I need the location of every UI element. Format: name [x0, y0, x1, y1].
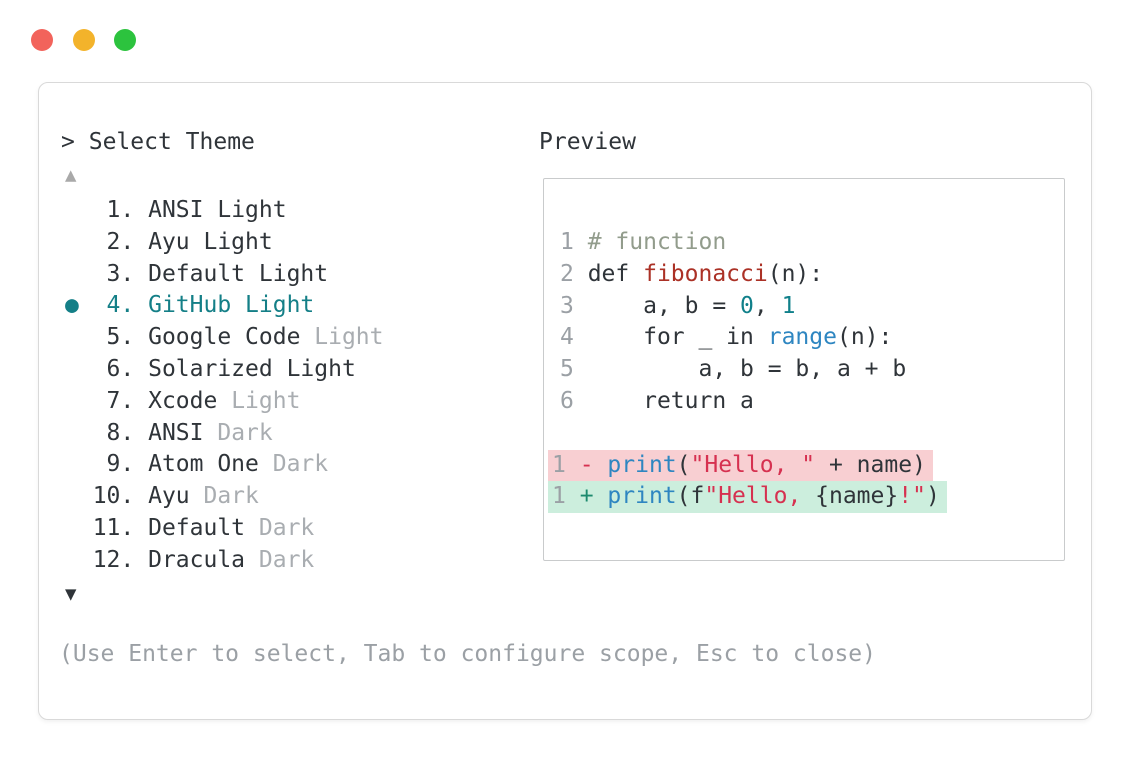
- page-title: Select Theme: [88, 129, 255, 155]
- code-line: 1 # function: [560, 229, 727, 255]
- theme-option[interactable]: 1. ANSI Light: [65, 195, 384, 227]
- window-controls: [31, 29, 136, 51]
- diff-added-line: 1 + print(f"Hello, {name}!"): [548, 481, 1060, 514]
- theme-option[interactable]: 5. Google Code Light: [65, 322, 384, 354]
- dialog-window: > Select Theme ▲ 1. ANSI Light 2. Ayu Li…: [38, 82, 1092, 720]
- selected-indicator-icon: [65, 229, 93, 255]
- diff-removed-line: 1 - print("Hello, " + name): [548, 449, 1060, 482]
- selected-indicator-icon: [65, 483, 93, 509]
- selected-indicator-icon: [65, 515, 93, 541]
- scroll-down-icon[interactable]: ▼: [65, 583, 77, 605]
- selected-indicator-icon: [65, 547, 93, 573]
- theme-list: 1. ANSI Light 2. Ayu Light 3. Default Li…: [65, 195, 384, 577]
- prompt-caret-icon: >: [61, 129, 75, 155]
- code-line: 3 a, b = 0, 1: [560, 292, 796, 319]
- code-line: 6 return a: [560, 387, 754, 414]
- selected-indicator-icon: [65, 197, 93, 223]
- theme-option[interactable]: 8. ANSI Dark: [65, 418, 384, 450]
- theme-option[interactable]: 7. Xcode Light: [65, 386, 384, 418]
- minimize-button[interactable]: [72, 29, 95, 51]
- code-line: 4 for _ in range(n):: [560, 324, 893, 351]
- selected-indicator-icon: [65, 388, 93, 414]
- selected-indicator-icon: [65, 420, 93, 446]
- preview-title: Preview: [539, 129, 636, 155]
- theme-option[interactable]: 3. Default Light: [65, 259, 384, 291]
- scroll-up-icon[interactable]: ▲: [65, 164, 77, 186]
- close-button[interactable]: [31, 29, 53, 51]
- code-line: 5 a, b = b, a + b: [560, 356, 907, 383]
- theme-option[interactable]: 9. Atom One Dark: [65, 449, 384, 481]
- theme-option[interactable]: 10. Ayu Dark: [65, 481, 384, 513]
- code-line: 2 def fibonacci(n):: [560, 260, 824, 287]
- prompt-line: > Select Theme: [61, 127, 255, 159]
- selected-indicator-icon: [65, 356, 93, 382]
- selected-indicator-icon: [65, 324, 93, 350]
- theme-option[interactable]: 6. Solarized Light: [65, 354, 384, 386]
- theme-option[interactable]: 2. Ayu Light: [65, 227, 384, 259]
- theme-option[interactable]: 12. Dracula Dark: [65, 545, 384, 577]
- preview-panel: 1 # function 2 def fibonacci(n): 3 a, b = …: [543, 178, 1065, 561]
- code-block: 1 # function 2 def fibonacci(n): 3 a, b = …: [548, 227, 1060, 514]
- help-text: (Use Enter to select, Tab to configure s…: [59, 641, 876, 667]
- selected-indicator-icon: [65, 261, 93, 287]
- theme-option[interactable]: ● 4. GitHub Light: [65, 292, 315, 319]
- zoom-button[interactable]: [114, 29, 136, 51]
- theme-option[interactable]: 11. Default Dark: [65, 513, 384, 545]
- selected-indicator-icon: ●: [65, 292, 93, 319]
- selected-indicator-icon: [65, 451, 93, 477]
